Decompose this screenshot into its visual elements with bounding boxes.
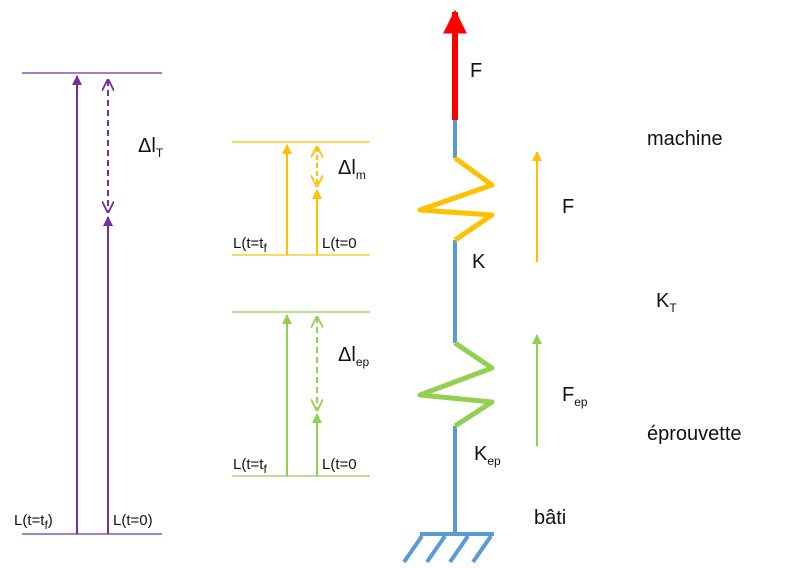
- total-final-length-label: L(t=tf): [14, 512, 53, 532]
- machine-final-length-label: L(t=tf: [233, 235, 267, 255]
- frame-label: bâti: [534, 507, 566, 529]
- specimen-stiffness-label: Kep: [474, 443, 501, 468]
- machine-initial-length-label: L(t=0: [322, 235, 357, 252]
- spring-chain: [402, 9, 495, 564]
- specimen-elongation-group: Δlep L(t=tf L(t=0: [232, 311, 370, 477]
- applied-force-label: F: [470, 60, 482, 82]
- ground-hatch: [402, 534, 493, 564]
- specimen-force-label: Fep: [562, 384, 588, 409]
- total-stiffness-label: KT: [656, 290, 677, 315]
- specimen-initial-length-label: L(t=0: [322, 456, 357, 473]
- specimen-final-length-label: L(t=tf: [233, 456, 267, 476]
- machine-spring: [417, 155, 495, 243]
- total-elongation-group: ΔlT L(t=tf) L(t=0): [14, 72, 164, 535]
- machine-elongation-group: Δlm L(t=tf L(t=0: [232, 141, 370, 256]
- machine-delta-label: Δlm: [338, 157, 366, 182]
- specimen-label: éprouvette: [647, 423, 742, 445]
- machine-force-label: F: [562, 196, 574, 218]
- specimen-delta-label: Δlep: [338, 344, 369, 369]
- total-initial-length-label: L(t=0): [113, 512, 153, 529]
- specimen-spring: [417, 340, 495, 429]
- machine-stiffness-label: K: [472, 251, 486, 273]
- total-delta-label: ΔlT: [138, 135, 164, 160]
- machine-label: machine: [647, 128, 723, 150]
